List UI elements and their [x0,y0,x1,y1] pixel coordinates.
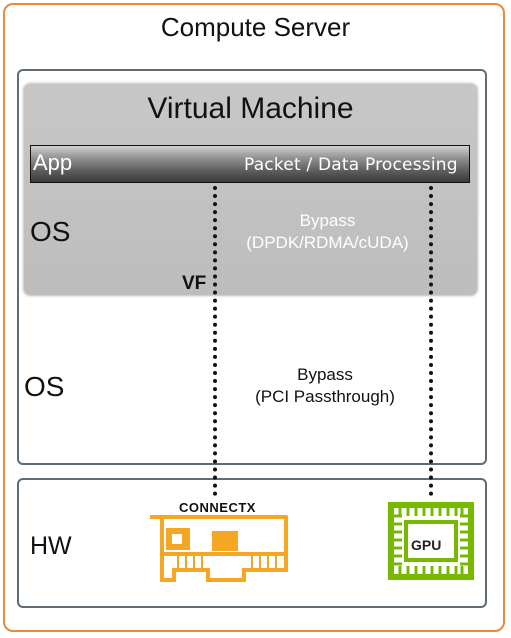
gpu-label: GPU [411,537,442,553]
virtual-machine-box [24,84,477,295]
nic-bypass-path [213,186,217,496]
host-os-label: OS [24,371,65,402]
host-bypass-line1: Bypass [297,365,353,384]
vf-label: VF [182,273,207,294]
host-bypass-label: Bypass (PCI Passthrough) [235,364,415,408]
app-label: App [33,150,73,175]
vm-os-label: OS [30,216,71,247]
vm-bypass-line1: Bypass [299,211,356,230]
gpu-chip-icon [388,502,474,580]
connectx-label: CONNECTX [179,500,256,515]
vm-bypass-line2: (DPDK/RDMA/cUDA) [246,233,409,252]
network-card-icon [150,515,288,582]
host-bypass-line2: (PCI Passthrough) [255,387,395,406]
hw-label: HW [30,532,72,560]
app-bar [30,145,470,183]
vm-title: Virtual Machine [147,92,354,125]
gpu-bypass-path [429,186,433,496]
diagram-title: Compute Server [160,12,351,42]
packet-processing-label: Packet / Data Processing [244,155,458,175]
vm-bypass-label: Bypass (DPDK/RDMA/cUDA) [230,210,425,254]
